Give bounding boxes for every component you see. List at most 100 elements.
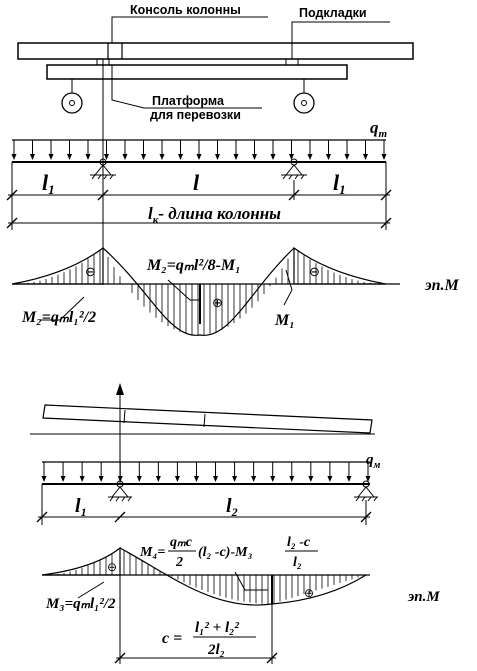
svg-text:2l₂: 2l₂ [207,642,225,658]
dim-tick-icon [6,189,18,201]
wheel-left-icon [61,92,83,114]
load-arrowhead-icon [233,154,239,160]
wheel-right-icon [293,92,315,114]
load-arrowhead-icon [307,154,313,160]
sign-minus-bottom: ⊖ [107,560,117,574]
sign-minus-left: ⊖ [85,264,96,279]
ep-m-label-bottom: эп.M [407,589,440,605]
load-arrowhead-icon [30,154,35,160]
lift-arrow-head-icon [116,383,124,395]
load-arrowhead-icon [41,476,47,482]
load-arrowhead-icon [344,154,350,160]
load-arrowhead-icon [48,154,54,160]
load-arrowhead-icon [11,154,17,160]
span-l: l [193,170,200,195]
ep-m-label-top: эп.M [424,277,460,294]
label-pads: Подкладки [299,6,367,20]
svg-text:qₘc: qₘc [170,535,193,550]
load-arrowhead-icon [67,154,72,160]
svg-text:2: 2 [175,555,183,570]
load-arrowhead-icon [289,476,295,482]
dim-tick-icon [360,511,372,523]
load-arrowhead-icon [308,476,314,482]
load-arrowhead-icon [270,154,276,160]
load-arrowhead-icon [193,476,199,482]
dim-tick-icon [114,511,126,523]
tilted-column [42,404,373,434]
column-length-label: lк- длина колонны [148,204,281,226]
load-arrowhead-icon [60,476,66,482]
dim-tick-icon [36,511,48,523]
top-moment-diagram [11,246,400,336]
load-arrowhead-icon [174,476,180,482]
load-arrowhead-icon [85,154,91,160]
column-beam [17,42,414,60]
transport-platform [46,64,348,80]
load-arrowhead-icon [79,476,85,482]
load-arrowhead-icon [251,476,257,482]
svg-text:l₂: l₂ [293,555,302,570]
load-arrowhead-icon [155,476,161,482]
bottom-load-scheme [36,461,378,525]
lifting-scheme [30,383,375,485]
svg-text:l₂ -c: l₂ -c [287,535,311,550]
load-arrowhead-icon [136,476,142,482]
load-arrowhead-icon [327,476,333,482]
svg-text:(l₂ -c)-M₃: (l₂ -c)-M₃ [198,545,253,560]
dim-tick-icon [97,189,109,201]
load-arrowhead-icon [252,154,257,160]
load-arrowhead-icon [326,154,331,160]
load-arrowhead-icon [365,476,371,482]
load-arrowhead-icon [141,154,146,160]
svg-text:c =: c = [162,630,182,647]
load-arrowhead-icon [196,154,202,160]
bottom-moment-diagram [41,546,370,664]
label-m1: M₁ [274,312,295,329]
sign-plus-top: ⊕ [212,295,223,310]
support-bottom-left-icon [108,480,132,502]
span-l2-bottom: l2 [226,495,238,519]
label-console: Консоль колонны [130,3,241,17]
load-arrowhead-icon [346,476,352,482]
span-l1-left: l1 [42,170,55,197]
formula-c: c = l₁² + l₂² 2l₂ [162,620,256,658]
formula-m4: M₄= qₘc 2 (l₂ -c)-M₃ l₂ -c l₂ [139,535,318,570]
sign-minus-right: ⊖ [309,264,320,279]
span-l1-bottom: l1 [75,495,87,519]
load-arrowhead-icon [117,476,123,482]
load-arrowhead-icon [363,154,368,160]
label-platform-2: для перевозки [150,108,241,122]
load-arrowhead-icon [270,476,276,482]
load-arrowhead-icon [232,476,238,482]
column-on-platform [17,16,414,285]
pad-right [285,58,299,66]
load-arrowhead-icon [159,154,165,160]
support-right-icon [281,158,307,180]
load-arrowhead-icon [289,154,294,160]
load-label-bottom: qм [366,452,381,471]
load-arrowhead-icon [178,154,183,160]
support-left-icon [90,158,116,180]
dim-tick-icon [6,217,18,229]
load-arrowhead-icon [104,154,109,160]
load-label-top: qт [370,118,388,140]
top-load-scheme [6,139,392,230]
span-l1-right: l1 [333,170,346,197]
load-arrowhead-icon [381,154,387,160]
load-arrowhead-icon [213,476,219,482]
dim-tick-icon [380,189,392,201]
load-arrowhead-icon [215,154,220,160]
sign-plus-bottom: ⊕ [304,586,314,600]
load-arrowhead-icon [122,154,128,160]
formula-m2-center: M₂=qₘl²/8-M₁ [146,257,241,274]
svg-text:l₁² + l₂²: l₁² + l₂² [195,620,239,636]
svg-text:M₄=: M₄= [139,545,165,560]
dim-tick-icon [380,217,392,229]
load-arrowhead-icon [98,476,104,482]
formula-m2-left: M₂=qₘl₁²/2 [21,309,96,326]
formula-m3: M₃=qₘl₁²/2 [45,596,116,612]
dim-tick-icon [288,189,300,201]
label-platform-1: Платформа [152,94,225,108]
support-bottom-right-icon [354,480,378,502]
